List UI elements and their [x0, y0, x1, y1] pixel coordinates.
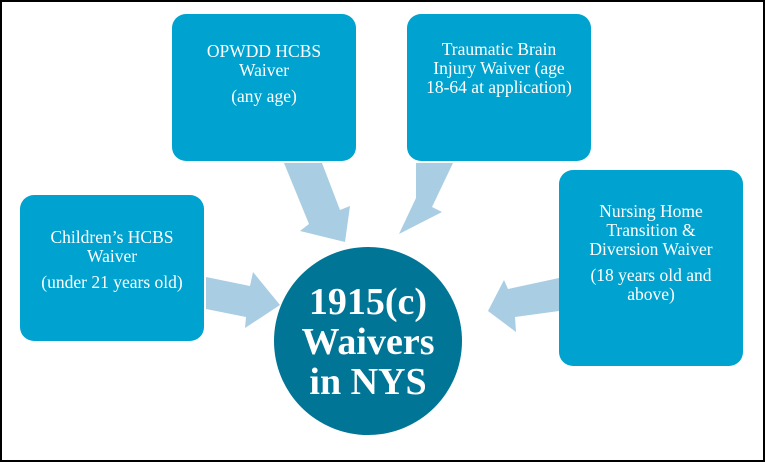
center-title-line: 1915(c) [308, 281, 428, 323]
node-subtitle-line: above) [627, 284, 675, 304]
node-title-line: Injury Waiver (age [433, 58, 565, 78]
node-subtitle: (18 years old and [590, 265, 712, 285]
node-childrens-hcbs-waiver: Children’s HCBS Waiver (under 21 years o… [20, 195, 204, 341]
node-title-line: Children’s HCBS [50, 227, 174, 247]
arrow-childrens-to-center [206, 272, 280, 328]
node-title-line: Traumatic Brain [441, 39, 557, 59]
node-subtitle: (any age) [231, 85, 297, 106]
center-title-line: in NYS [309, 361, 427, 403]
node-title-line: OPWDD HCBS [206, 40, 322, 61]
node-title-line: Waiver [86, 246, 138, 266]
arrow-nursing-to-center [488, 278, 559, 332]
node-title-line: 18-64 at application) [426, 77, 572, 97]
node-nursing-home-transition-diversion-waiver: Nursing Home Transition & Diversion Waiv… [559, 170, 743, 366]
node-title-line: Transition & [606, 220, 696, 240]
arrow-opwdd-to-center [284, 163, 350, 242]
arrow-tbi-to-center [399, 163, 453, 234]
center-title-line: Waivers [301, 321, 435, 363]
node-title-line: Nursing Home [599, 201, 703, 221]
node-opwdd-hcbs-waiver: OPWDD HCBS Waiver (any age) [172, 14, 356, 161]
node-title-line: Diversion Waiver [589, 239, 713, 259]
node-subtitle: (under 21 years old) [41, 272, 183, 292]
node-title-line: Waiver [238, 59, 290, 80]
node-traumatic-brain-injury-waiver: Traumatic Brain Injury Waiver (age 18-64… [407, 14, 591, 161]
center-node-1915c-waivers: 1915(c) Waivers in NYS [274, 247, 462, 435]
